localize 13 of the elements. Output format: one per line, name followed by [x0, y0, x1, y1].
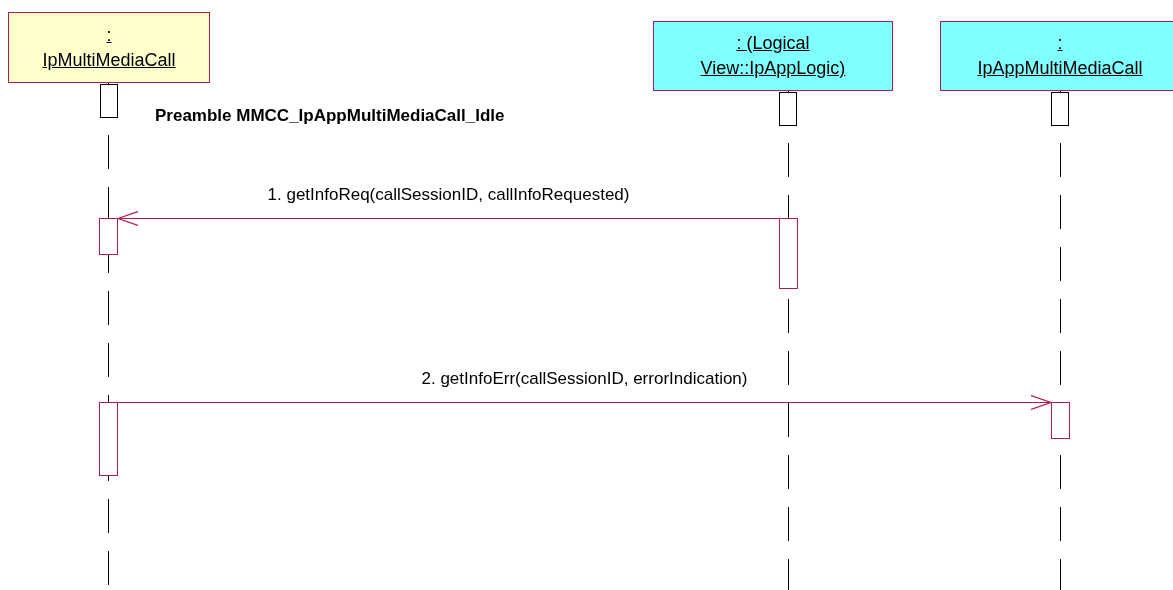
- activation-bar: [99, 218, 118, 255]
- message-arrow: [117, 210, 780, 227]
- object-name: : (Logical View::IpAppLogic): [699, 32, 847, 80]
- lifeline-header-box: [940, 21, 1173, 91]
- preamble-note: Preamble MMCC_IpAppMultiMediaCall_Idle: [155, 106, 505, 126]
- object-name: : IpMultiMediaCall: [41, 23, 177, 72]
- activation-bar: [1051, 402, 1070, 439]
- activation-bar: [779, 218, 798, 289]
- lifeline-header-box: [653, 21, 893, 91]
- activation-bar: [99, 402, 118, 476]
- lifeline-header-box: [8, 12, 210, 83]
- object-name: : IpAppMultiMediaCall: [976, 32, 1144, 80]
- message-arrow: [117, 394, 1052, 411]
